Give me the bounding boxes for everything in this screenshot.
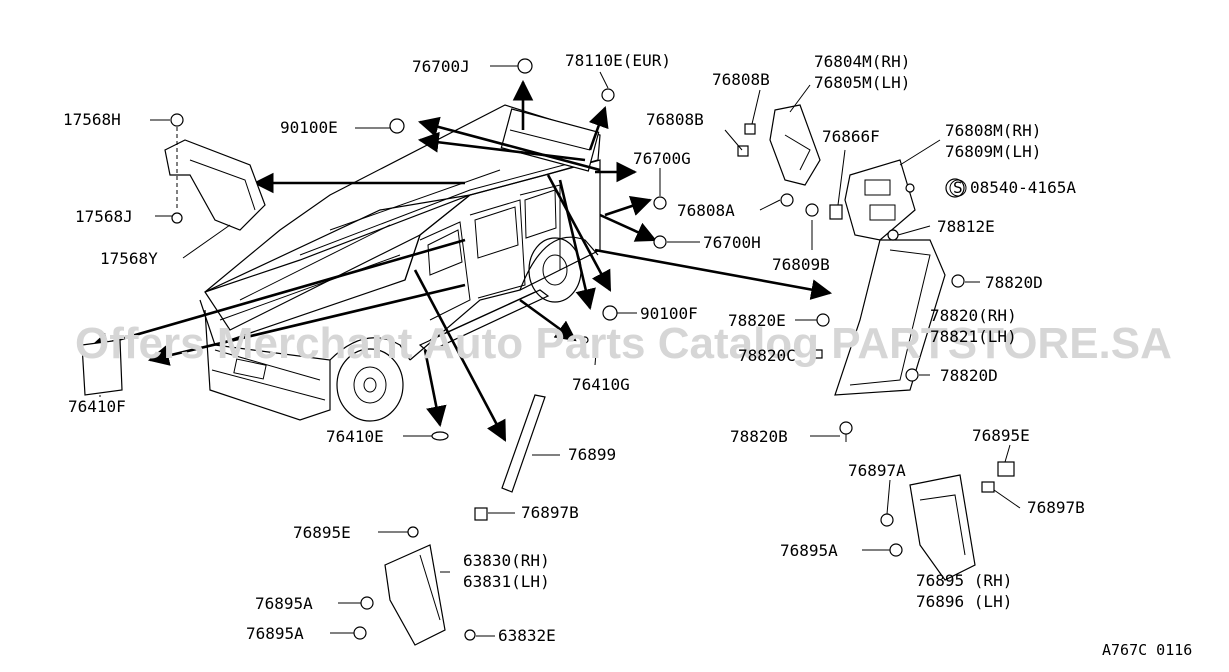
vehicle-outline: [199, 104, 601, 422]
label-76808M: 76808M(RH): [945, 121, 1041, 140]
s-symbol-circle: [949, 179, 967, 197]
label-90100F: 90100F: [640, 304, 698, 323]
diagram-code: A767C 0116: [1102, 641, 1192, 659]
label-76866F: 76866F: [822, 127, 880, 146]
label-78110E: 78110E(EUR): [565, 51, 671, 70]
label-76809B: 76809B: [772, 255, 830, 274]
label-78820D-bot: 78820D: [940, 366, 998, 385]
label-63832E: 63832E: [498, 626, 556, 645]
label-76700H: 76700H: [703, 233, 761, 252]
label-08540-prefix: S: [953, 178, 963, 197]
label-78820B: 78820B: [730, 427, 788, 446]
label-78821LH: 78821(LH): [930, 327, 1017, 346]
label-76895E-right: 76895E: [972, 426, 1030, 445]
label-76899: 76899: [568, 445, 616, 464]
label-78820E: 78820E: [728, 311, 786, 330]
label-17568J: 17568J: [75, 207, 133, 226]
label-76896LH: 76896 (LH): [916, 592, 1012, 611]
part-shapes: [81, 58, 1015, 646]
label-76410F: 76410F: [68, 397, 126, 416]
label-76410E: 76410E: [326, 427, 384, 446]
label-76895RH: 76895 (RH): [916, 571, 1012, 590]
label-76805M: 76805M(LH): [814, 73, 910, 92]
leader-arrows: [88, 79, 833, 442]
label-17568Y: 17568Y: [100, 249, 158, 268]
label-76897B-left: 76897B: [521, 503, 579, 522]
label-90100E: 90100E: [280, 118, 338, 137]
label-76700G: 76700G: [633, 149, 691, 168]
label-76895A-left1: 76895A: [255, 594, 313, 613]
label-76809M: 76809M(LH): [945, 142, 1041, 161]
watermark-text: Offers Merchant Auto Parts Catalog PARTS…: [75, 319, 1172, 368]
label-08540-4165A: 08540-4165A: [970, 178, 1076, 197]
label-63830RH: 63830(RH): [463, 551, 550, 570]
label-78812E: 78812E: [937, 217, 995, 236]
part-labels: 76700J 78110E(EUR) 76808B 76804M(RH) 768…: [63, 51, 1085, 645]
label-76895E-left: 76895E: [293, 523, 351, 542]
leader-lines: [99, 65, 1021, 637]
label-76410G: 76410G: [572, 375, 630, 394]
label-76808A: 76808A: [677, 201, 735, 220]
label-17568H: 17568H: [63, 110, 121, 129]
label-76700J: 76700J: [412, 57, 470, 76]
label-76897A: 76897A: [848, 461, 906, 480]
label-78820D-top: 78820D: [985, 273, 1043, 292]
label-78820C: 78820C: [738, 346, 796, 365]
label-76808B-mid: 76808B: [646, 110, 704, 129]
label-76897B-right: 76897B: [1027, 498, 1085, 517]
label-76804M: 76804M(RH): [814, 52, 910, 71]
label-78820RH: 78820(RH): [930, 306, 1017, 325]
label-63831LH: 63831(LH): [463, 572, 550, 591]
label-76895A-right: 76895A: [780, 541, 838, 560]
label-76895A-left2: 76895A: [246, 624, 304, 643]
label-76808B-top: 76808B: [712, 70, 770, 89]
